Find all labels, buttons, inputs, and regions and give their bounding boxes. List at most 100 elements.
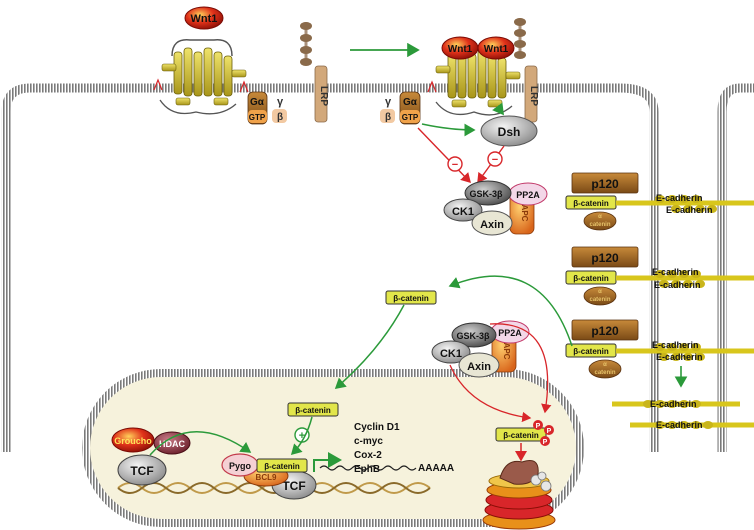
- svg-text:E-cadherin: E-cadherin: [656, 352, 703, 362]
- dsh-protein: Dsh: [480, 115, 538, 147]
- svg-text:β-catenin: β-catenin: [264, 462, 300, 471]
- svg-text:p120: p120: [591, 324, 619, 338]
- displacement-arrow: [149, 431, 252, 456]
- wnt1-ligand-free: Wnt1: [184, 6, 224, 30]
- svg-text:GSK-3β: GSK-3β: [457, 331, 491, 341]
- svg-text:c-myc: c-myc: [354, 436, 383, 447]
- gsk-phosphorylation-arrow: [489, 323, 552, 414]
- svg-text:GTP: GTP: [249, 113, 266, 122]
- svg-text:p120: p120: [591, 251, 619, 265]
- destruction-complex-inhibited: APC PP2A GSK-3β CK1 Axin: [443, 180, 548, 236]
- svg-text:E-cadherin: E-cadherin: [666, 205, 713, 215]
- proteasome: [482, 460, 556, 530]
- svg-text:E-cadherin: E-cadherin: [650, 399, 697, 409]
- transcription-start-arrow: [313, 452, 342, 472]
- ck1-phosphorylation-arrow: [449, 364, 532, 423]
- svg-text:Cyclin D1: Cyclin D1: [354, 422, 400, 433]
- svg-text:CK1: CK1: [440, 348, 462, 360]
- svg-text:γ: γ: [277, 96, 284, 108]
- wnt1-ligand-bound-a: Wnt1: [441, 36, 479, 60]
- groucho: Groucho: [111, 427, 155, 453]
- adherens-junction-1: p120 β-catenin α catenin E-cadherin E-ca…: [565, 172, 754, 231]
- svg-text:PP2A: PP2A: [498, 328, 522, 338]
- svg-text:−: −: [452, 159, 458, 171]
- svg-text:α: α: [598, 289, 602, 295]
- g-protein-inactive: Gα GTP γ β: [247, 91, 287, 125]
- svg-text:catenin: catenin: [589, 222, 610, 228]
- svg-text:β-catenin: β-catenin: [295, 406, 331, 415]
- galpha-to-dsh-arrow: [421, 123, 476, 137]
- svg-text:β-catenin: β-catenin: [573, 274, 609, 283]
- svg-text:Groucho: Groucho: [114, 436, 152, 446]
- phosphate-group-1: P: [533, 420, 543, 430]
- svg-text:Pygo: Pygo: [229, 461, 252, 471]
- cytoplasmic-beta-catenin: β-catenin: [385, 290, 437, 305]
- svg-text:E-cadherin: E-cadherin: [652, 267, 699, 277]
- nuclear-beta-catenin: β-catenin: [287, 402, 339, 417]
- svg-text:Wnt1: Wnt1: [191, 13, 218, 25]
- svg-text:β: β: [385, 112, 391, 123]
- nuclear-translocation-arrow: [334, 304, 405, 389]
- svg-text:CK1: CK1: [452, 206, 474, 218]
- svg-text:LRP: LRP: [318, 86, 329, 106]
- svg-text:E-cadherin: E-cadherin: [656, 193, 703, 203]
- svg-text:Cox-2: Cox-2: [354, 450, 382, 461]
- svg-text:E-cadherin: E-cadherin: [652, 340, 699, 350]
- svg-text:γ: γ: [385, 96, 392, 108]
- phosphate-group-3: P: [540, 436, 550, 446]
- phosphorylated-beta-catenin: β-catenin: [495, 427, 547, 442]
- inhibition-sign-2: −: [487, 151, 503, 167]
- svg-text:HDAC: HDAC: [159, 439, 185, 449]
- galpha-inhibits-arrow: [417, 127, 471, 184]
- svg-text:Axin: Axin: [480, 219, 504, 231]
- tcf-repressed: TCF: [117, 454, 167, 486]
- svg-text:LRP: LRP: [528, 86, 539, 106]
- beta-catenin-binding-arrow: [290, 416, 313, 456]
- adherens-junction-3: p120 β-catenin α catenin E-cadherin E-ca…: [565, 319, 754, 379]
- svg-text:β-catenin: β-catenin: [503, 431, 539, 440]
- svg-text:Wnt1: Wnt1: [448, 44, 473, 55]
- poly-a-tail: AAAAA: [418, 463, 454, 474]
- mrna-transcript: [319, 465, 417, 471]
- g-protein-active: γ β Gα GTP: [380, 91, 421, 125]
- free-ecadherin-2: E-cadherin: [630, 420, 754, 430]
- lrp-coreceptor-inactive: LRP: [300, 22, 329, 123]
- junction-release-arrow: [448, 275, 573, 347]
- svg-text:+: +: [299, 430, 305, 442]
- frizzled-receptor-active: [427, 49, 521, 116]
- svg-text:PP2A: PP2A: [516, 190, 540, 200]
- svg-text:P: P: [536, 423, 541, 430]
- svg-text:P: P: [547, 428, 552, 435]
- svg-text:BCL9: BCL9: [256, 473, 277, 482]
- svg-text:GSK-3β: GSK-3β: [470, 189, 504, 199]
- destruction-complex-active: APC PP2A GSK-3β CK1 Axin: [431, 320, 530, 378]
- svg-text:β-catenin: β-catenin: [573, 347, 609, 356]
- svg-text:Axin: Axin: [467, 361, 491, 373]
- svg-text:β-catenin: β-catenin: [573, 199, 609, 208]
- hdac: HDAC: [153, 431, 191, 455]
- svg-text:APC: APC: [502, 343, 511, 360]
- svg-text:−: −: [492, 154, 498, 166]
- svg-text:Wnt1: Wnt1: [484, 44, 509, 55]
- svg-text:catenin: catenin: [594, 370, 615, 376]
- frizzled-receptor-inactive: [153, 39, 249, 115]
- free-ecadherin-1: E-cadherin: [612, 399, 740, 409]
- phosphate-group-2: P: [544, 425, 554, 435]
- svg-text:Dsh: Dsh: [498, 125, 521, 139]
- svg-text:APC: APC: [520, 205, 529, 222]
- wnt1-ligand-bound-b: Wnt1: [477, 36, 515, 60]
- svg-text:TCF: TCF: [282, 479, 305, 493]
- receptor-to-dsh-arrow: [492, 102, 504, 116]
- svg-text:catenin: catenin: [589, 297, 610, 303]
- adherens-junction-2: p120 β-catenin α catenin E-cadherin E-ca…: [565, 246, 754, 306]
- svg-text:TCF: TCF: [130, 464, 153, 478]
- inhibition-sign-1: −: [447, 156, 463, 172]
- pygo: Pygo: [221, 453, 259, 477]
- svg-text:E-cadherin: E-cadherin: [656, 420, 703, 430]
- svg-text:α: α: [603, 362, 607, 368]
- svg-text:Gα: Gα: [250, 97, 265, 108]
- bound-beta-catenin: β-catenin: [256, 458, 308, 473]
- lrp-coreceptor-active: LRP: [514, 18, 539, 123]
- svg-text:p120: p120: [591, 177, 619, 191]
